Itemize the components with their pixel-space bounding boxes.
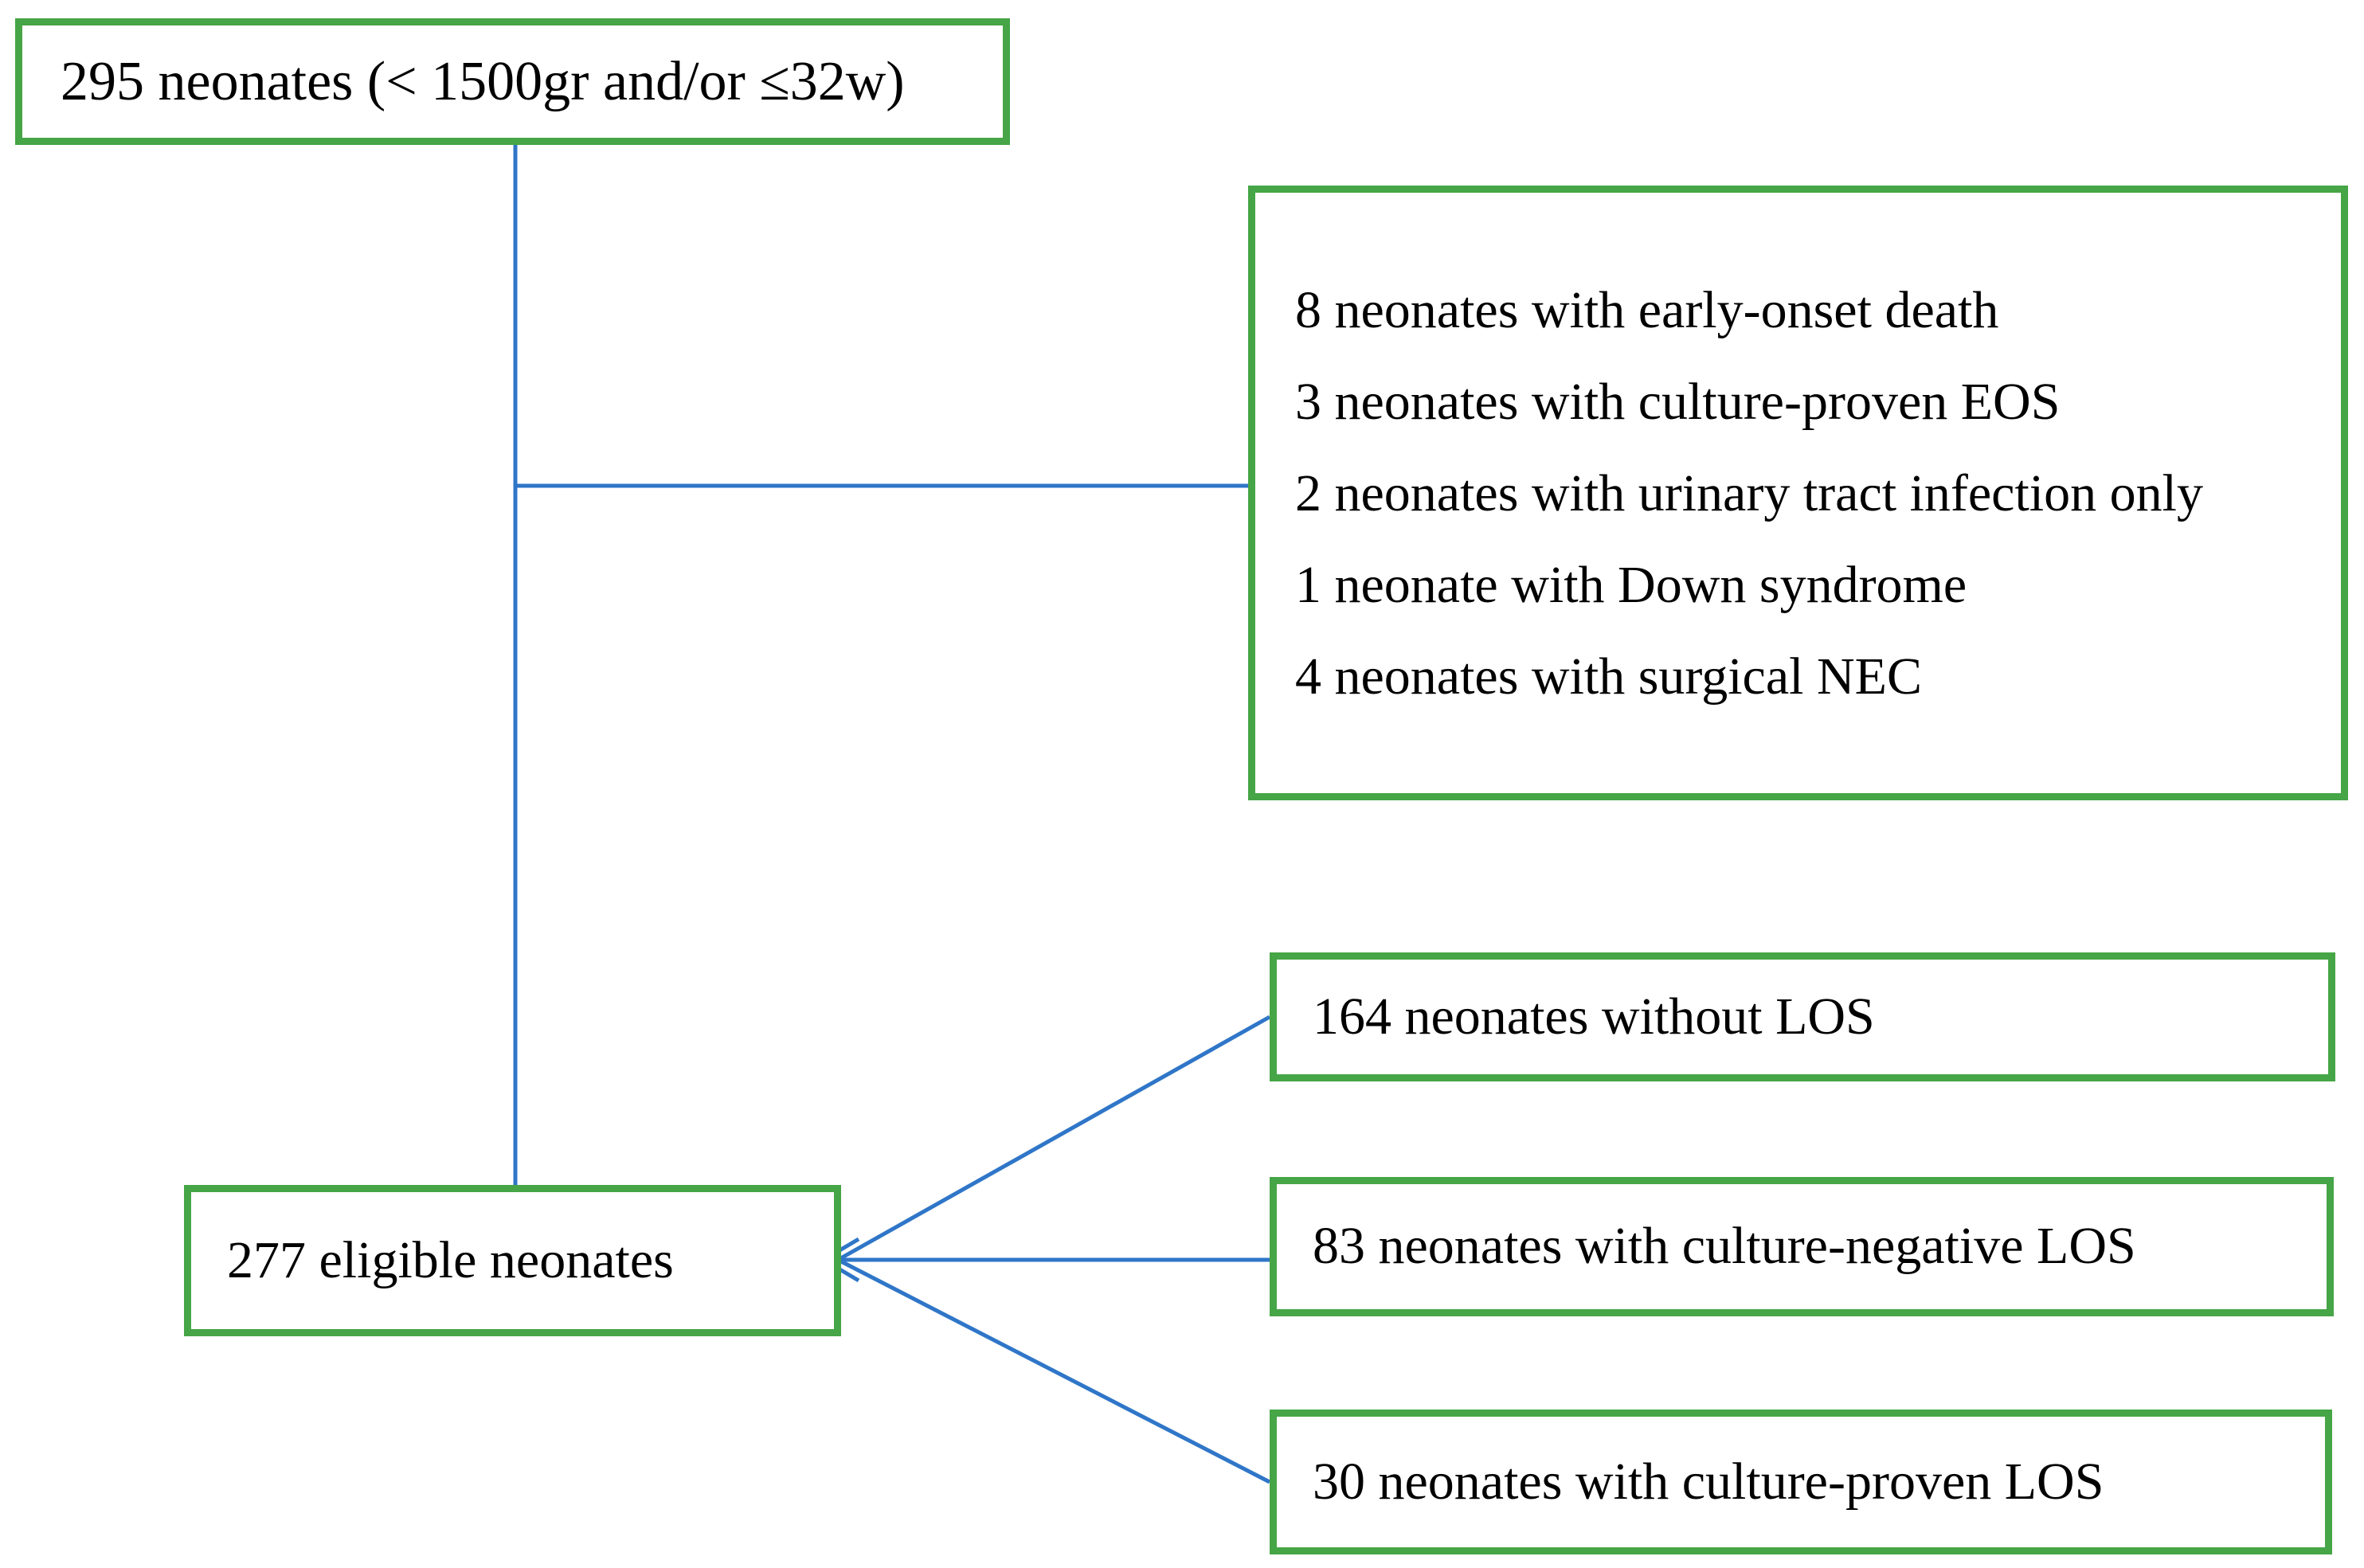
total-neonates-box: 295 neonates (< 1500gr and/or ≤32w): [15, 18, 1010, 145]
exclusions-box: 8 neonates with early-onset death 3 neon…: [1248, 186, 2348, 800]
eligible-neonates-box: 277 eligible neonates: [184, 1185, 841, 1336]
eligible-neonates-label: 277 eligible neonates: [227, 1230, 674, 1289]
exclusion-item-early-onset-death: 8 neonates with early-onset death: [1295, 280, 1999, 339]
without-los-box: 164 neonates without LOS: [1270, 952, 2335, 1081]
culture-negative-los-label: 83 neonates with culture-negative LOS: [1313, 1217, 2136, 1276]
exclusion-item-surgical-nec: 4 neonates with surgical NEC: [1295, 647, 1922, 706]
fan-line-culture-proven: [836, 1257, 1271, 1484]
exclusion-item-culture-proven-eos: 3 neonates with culture-proven EOS: [1295, 372, 2061, 431]
total-neonates-label: 295 neonates (< 1500gr and/or ≤32w): [61, 51, 905, 112]
fan-line-without-los: [836, 1015, 1271, 1262]
culture-proven-los-box: 30 neonates with culture-proven LOS: [1270, 1410, 2332, 1554]
culture-negative-los-box: 83 neonates with culture-negative LOS: [1270, 1177, 2334, 1316]
without-los-label: 164 neonates without LOS: [1313, 987, 1875, 1046]
exclusion-item-down-syndrome: 1 neonate with Down syndrome: [1295, 555, 1967, 614]
culture-proven-los-label: 30 neonates with culture-proven LOS: [1313, 1452, 2104, 1511]
exclusion-item-urinary-tract-infection: 2 neonates with urinary tract infection …: [1295, 463, 2203, 522]
